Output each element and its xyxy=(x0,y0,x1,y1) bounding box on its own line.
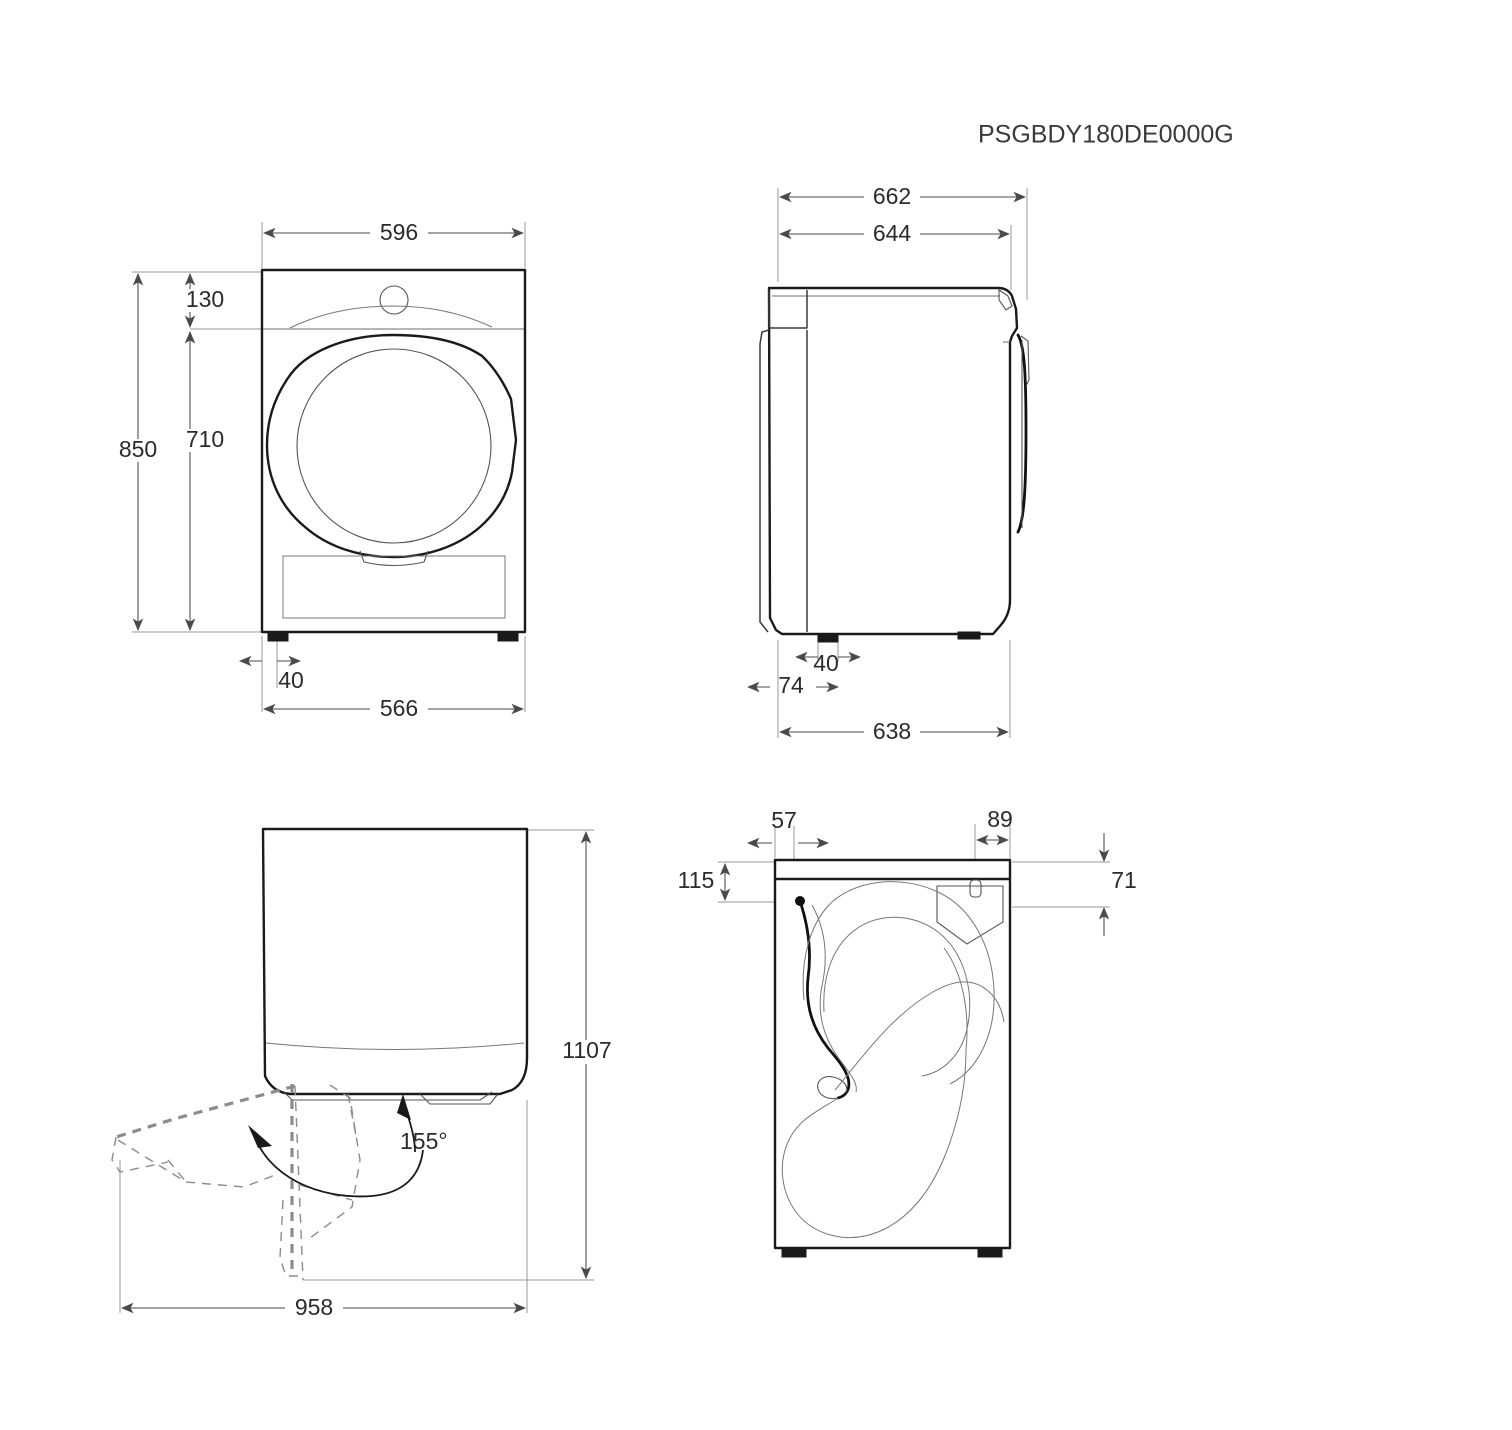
door-open-ghost-corner xyxy=(167,1159,187,1183)
door-handle-notch xyxy=(359,550,429,567)
front-total-height-dimension: 850 xyxy=(111,272,165,632)
door-outer-ring xyxy=(265,333,518,559)
front-width-value: 596 xyxy=(380,219,418,245)
side-front-panel-edge xyxy=(759,329,770,633)
cord-loop-lower xyxy=(781,1049,967,1239)
open-door-depth-value: 958 xyxy=(295,1294,333,1320)
rear-connector-block xyxy=(936,885,1004,945)
power-cord-anchor xyxy=(795,896,805,906)
front-foot-span-dimension: 566 xyxy=(262,695,525,721)
front-foot-inset-dimension: 40 xyxy=(238,655,304,693)
door-open-ghost-lower-tab xyxy=(279,1199,300,1277)
rear-valve-drop-dimension: 71 xyxy=(1098,833,1137,936)
page-title: PSGBDY180DE0000G xyxy=(978,121,1234,149)
rear-view: 57 89 115 71 xyxy=(678,806,1137,1258)
cord-loop-ring-inner xyxy=(823,916,971,1077)
door-open-ghost-edge-top xyxy=(115,1084,296,1139)
side-view: 662 644 40 74 638 xyxy=(746,183,1030,744)
front-panel-height-dimension: 130 xyxy=(178,272,232,329)
side-depth-body-value: 644 xyxy=(873,220,912,246)
rear-cabinet-outline xyxy=(773,858,1012,1250)
door-top-highlight xyxy=(289,305,493,329)
door-open-ghost xyxy=(111,1084,361,1281)
topview-door-handle xyxy=(419,1093,499,1105)
front-body-height-dimension: 710 xyxy=(178,330,232,632)
front-left-foot xyxy=(267,631,289,642)
side-depth-door-value: 662 xyxy=(873,183,911,209)
open-door-width-value: 1107 xyxy=(562,1037,611,1063)
cord-loop-outer-a xyxy=(811,904,857,1093)
side-base-depth-value: 638 xyxy=(873,718,911,744)
front-width-dimension: 596 xyxy=(262,219,525,245)
front-panel-height-value: 130 xyxy=(186,286,224,312)
front-body-height-value: 710 xyxy=(186,426,224,452)
top-view-door-swing: 1107 958 15 xyxy=(111,827,618,1320)
power-plug-icon xyxy=(817,1076,848,1100)
side-foot-inset-dimension: 74 xyxy=(746,672,840,698)
door-open-angle-value: 155° xyxy=(400,1128,448,1154)
cord-loop-ring-outer xyxy=(802,881,995,1085)
rear-cord-drop-value: 115 xyxy=(678,867,715,893)
side-control-panel-block xyxy=(768,290,808,329)
side-rear-foot xyxy=(957,631,981,640)
rear-valve-drop-value: 71 xyxy=(1111,867,1137,893)
door-inner-circle xyxy=(296,348,492,544)
side-base-depth-dimension: 638 xyxy=(778,718,1010,744)
door-swing-arc xyxy=(252,1130,424,1198)
door-open-ghost-arc-edge xyxy=(309,1084,361,1239)
rear-valve-offset-value: 89 xyxy=(987,806,1013,832)
side-foot-width-value: 40 xyxy=(813,650,839,676)
cord-loop-connector xyxy=(943,947,968,1051)
front-right-foot xyxy=(497,631,519,642)
front-total-height-value: 850 xyxy=(119,436,157,462)
topview-front-curve xyxy=(265,1042,525,1050)
filter-drawer-outline xyxy=(282,555,506,619)
side-foot-inset-value: 74 xyxy=(778,672,804,698)
side-front-foot xyxy=(817,633,839,643)
open-door-width-dimension: 1107 xyxy=(556,830,618,1280)
power-cord xyxy=(798,899,851,1100)
front-view: 596 130 710 850 40 5 xyxy=(111,219,527,721)
rear-valve-icon xyxy=(969,879,982,898)
rear-cord-offset-dimension: 57 xyxy=(746,807,830,849)
rear-valve-offset-dimension: 89 xyxy=(975,806,1013,846)
topview-cabinet-outline xyxy=(261,827,529,1096)
door-swing-arc-tail xyxy=(405,1109,416,1153)
open-door-depth-dimension: 958 xyxy=(120,1294,527,1320)
control-knob-icon xyxy=(379,285,409,315)
door-swing-arrow-left xyxy=(248,1125,272,1148)
side-cabinet-outline xyxy=(767,286,1019,636)
side-door-hinge-detail xyxy=(998,288,1013,311)
rear-cord-drop-dimension: 115 xyxy=(678,862,731,902)
side-foot-width-dimension: 40 xyxy=(794,650,862,676)
door-open-ghost-upper-edge xyxy=(347,1093,357,1137)
side-depth-door-dimension: 662 xyxy=(778,183,1027,209)
rear-left-foot xyxy=(781,1247,807,1258)
front-foot-inset-value: 40 xyxy=(278,667,304,693)
rear-cord-offset-value: 57 xyxy=(771,807,797,833)
topview-door-face xyxy=(283,1091,493,1101)
door-open-ghost-underside xyxy=(117,1139,276,1188)
rear-right-foot xyxy=(977,1247,1003,1258)
cord-loop-upper-a xyxy=(834,981,1005,1091)
side-door-upper-detail xyxy=(1020,335,1030,387)
side-depth-body-dimension: 644 xyxy=(778,220,1011,246)
front-foot-span-value: 566 xyxy=(380,695,418,721)
